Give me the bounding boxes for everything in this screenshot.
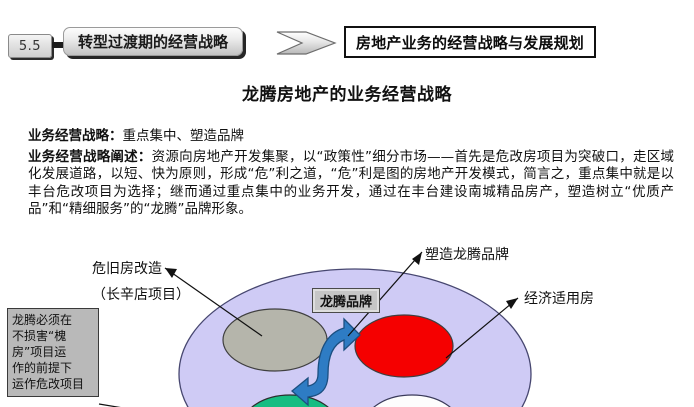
label-changxindian-project: （长辛店项目） [92,287,190,303]
note-box-line: 房”项目运 [12,345,67,359]
section-title-pill: 转型过渡期的经营战略 [63,27,244,56]
strategy-value: 重点集中、塑造品牌 [122,128,245,144]
elaboration-line: 业务经营战略阐述：资源向房地产开发集聚，以“政策性”细分市场——首先是危改房项目… [28,149,674,219]
leader-line-suzao [347,251,423,337]
red-ellipse [354,314,454,378]
strategy-line: 业务经营战略：重点集中、塑造品牌 [28,128,674,146]
page-header-title: 房地产业务的经营战略与发展规划 [344,26,597,58]
note-box-line: 不损害“槐 [12,329,67,343]
note-box: 龙腾必须在 不损害“槐 房”项目运 作的前提下 运作危改项目 [7,308,99,397]
elaboration-label: 业务经营战略阐述： [28,148,152,165]
label-jingji-shiyong-fang: 经济适用房 [524,291,594,307]
right-arrow-icon [276,30,338,56]
white-ellipse [373,394,451,407]
strategy-label: 业务经营战略： [28,128,123,144]
body-text-block: 业务经营战略：重点集中、塑造品牌 业务经营战略阐述：资源向房地产开发集聚，以“政… [28,128,674,219]
label-suzao-longteng-brand: 塑造龙腾品牌 [425,247,509,263]
elaboration-value: 资源向房地产开发集聚，以“政策性”细分市场——首先是危改房项目为突破口，走区域化… [28,148,674,218]
section-number-badge: 5.5 [8,34,52,58]
page-title: 龙腾房地产的业务经营战略 [242,85,452,105]
label-weijiu-fang-gaizao: 危旧房改造 [92,261,162,277]
header-band: 5.5 转型过渡期的经营战略 房地产业务的经营战略与发展规划 [0,22,694,64]
diagram-canvas [98,251,532,407]
gray-ellipse [222,308,328,372]
strategy-diagram: 龙腾必须在 不损害“槐 房”项目运 作的前提下 运作危改项目 危旧房改造 （长辛… [0,236,694,407]
note-box-line: 龙腾必须在 [12,313,73,327]
connector-bar [52,42,68,48]
center-brand-box: 龙腾品牌 [312,288,381,313]
green-ellipse [251,394,329,407]
leader-line-weijiu [164,267,263,337]
note-box-line: 运作危改项目 [12,377,85,391]
curved-arrow-icon [290,317,361,407]
note-box-line: 作的前提下 [12,361,73,375]
leader-line-jingji [445,297,519,359]
